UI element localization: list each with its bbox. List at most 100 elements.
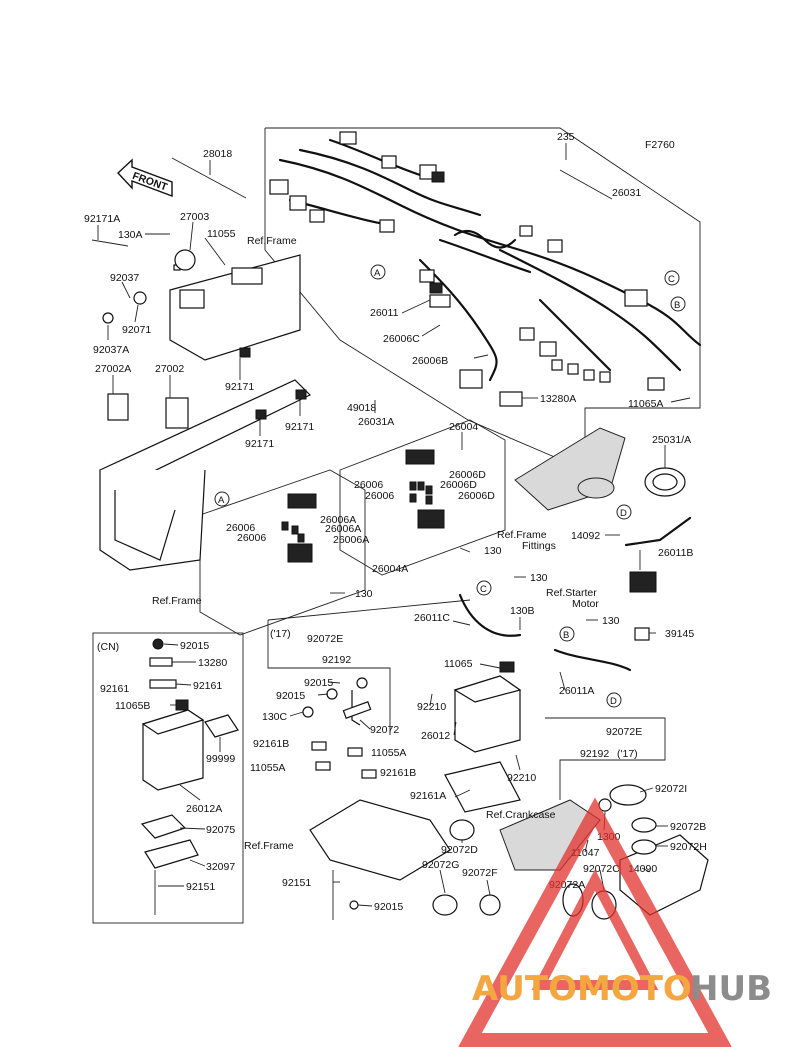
label-27002: 27002 — [155, 363, 184, 375]
label-235: 235 — [557, 131, 575, 143]
svg-text:A: A — [374, 268, 381, 279]
callout-c-2: C — [476, 580, 492, 596]
year-box-1 — [267, 599, 471, 735]
battery-26012 — [444, 661, 522, 813]
label-130C: 130C — [262, 711, 288, 723]
label-130-2: 130 — [530, 572, 548, 584]
cn-label-26012A: 26012A — [186, 803, 222, 815]
label-130B: 130B — [510, 605, 535, 617]
label-92161B-a: 92161B — [253, 738, 289, 750]
label-28018: 28018 — [203, 148, 232, 160]
label-49018: 49018 — [347, 402, 376, 414]
label-92037A: 92037A — [93, 344, 129, 356]
label-92015-a: 92015 — [304, 677, 333, 689]
ref-frame-fittings-2: Fittings — [522, 540, 556, 552]
label-25031A: 25031/A — [652, 434, 691, 446]
watermark-text-2: HUB — [690, 969, 772, 1009]
svg-text:D: D — [620, 508, 627, 519]
label-26006-a: 26006 — [354, 479, 383, 491]
label-26006D-c: 26006D — [458, 490, 495, 502]
label-26006A-a: 26006A — [320, 514, 356, 526]
label-92192-2: 92192 — [580, 748, 609, 760]
label-26006-d: 26006 — [237, 532, 266, 544]
front-arrow: FRONT — [117, 158, 173, 198]
label-92072G: 92072G — [422, 859, 459, 871]
label-92192-1: 92192 — [322, 654, 351, 666]
label-27003: 27003 — [180, 211, 209, 223]
svg-text:C: C — [480, 584, 487, 595]
label-26011B: 26011B — [658, 547, 693, 559]
svg-text:B: B — [563, 630, 569, 641]
label-92072C: 92072C — [583, 863, 620, 875]
label-26012: 26012 — [421, 730, 450, 742]
cn-label-13280: 13280 — [198, 657, 227, 669]
part-labels: F2760 235 26031 28018 92171A 27003 130A … — [84, 131, 707, 913]
svg-text:D: D — [610, 696, 617, 707]
label-92210-a: 92210 — [417, 701, 446, 713]
label-92151: 92151 — [282, 877, 311, 889]
ref-crankcase: Ref.Crankcase — [486, 809, 556, 821]
callout-b-1: B — [670, 296, 686, 312]
label-92072F: 92072F — [462, 867, 498, 879]
label-92072: 92072 — [370, 724, 399, 736]
label-26006A-b: 26006A — [325, 523, 361, 535]
starter-area — [458, 516, 692, 672]
cn-label-92161-a: 92161 — [100, 683, 129, 695]
frame-fittings — [514, 427, 686, 511]
label-26011C: 26011C — [414, 612, 450, 624]
label-26006-c: 26006 — [226, 522, 255, 534]
cn-label-92075: 92075 — [206, 824, 235, 836]
svg-text:C: C — [668, 274, 675, 285]
label-26011A: 26011A — [559, 685, 594, 697]
label-92015-b: 92015 — [276, 690, 305, 702]
cn-label-99999: 99999 — [206, 753, 235, 765]
label-92015-c: 92015 — [374, 901, 403, 913]
cn-box — [92, 632, 244, 924]
cn-label-92161-b: 92161 — [193, 680, 222, 692]
label-27002A: 27002A — [95, 363, 131, 375]
label-26031: 26031 — [612, 187, 641, 199]
cn-label-11065B: 11065B — [115, 700, 150, 712]
year-tag-1: ('17) — [270, 628, 291, 640]
label-92210-b: 92210 — [507, 772, 536, 784]
relay-box-outline — [199, 419, 506, 636]
label-92171-2: 92171 — [285, 421, 314, 433]
label-92072D: 92072D — [441, 844, 478, 856]
svg-text:B: B — [674, 300, 680, 311]
ref-frame-top: Ref.Frame — [247, 235, 297, 247]
cn-label-32097: 32097 — [206, 861, 235, 873]
label-92171-3: 92171 — [245, 438, 274, 450]
callout-d-1: D — [616, 504, 632, 520]
label-26006B: 26006B — [412, 355, 448, 367]
cn-parts — [140, 638, 239, 915]
ref-starter-2: Motor — [572, 598, 599, 610]
callout-a-1: A — [370, 264, 386, 280]
label-92072E-1: 92072E — [307, 633, 343, 645]
label-130A: 130A — [118, 229, 143, 241]
ref-frame-mid: Ref.Frame — [152, 595, 202, 607]
label-130-3: 130 — [355, 588, 373, 600]
ref-frame-fittings-1: Ref.Frame — [497, 529, 547, 541]
label-39145: 39145 — [665, 628, 694, 640]
label-92071: 92071 — [122, 324, 151, 336]
callout-b-2: B — [559, 626, 575, 642]
label-26006A-c: 26006A — [333, 534, 369, 546]
label-13280A: 13280A — [540, 393, 576, 405]
label-92072E-2: 92072E — [606, 726, 642, 738]
label-92072H: 92072H — [670, 841, 707, 853]
callout-a-2: A — [214, 491, 230, 507]
relay-box-26004A — [281, 493, 317, 563]
label-26006D-b: 26006D — [440, 479, 477, 491]
callout-c-1: C — [664, 270, 680, 286]
label-92161B-b: 92161B — [380, 767, 416, 779]
label-26031A: 26031A — [358, 416, 394, 428]
label-11055A-b: 11055A — [250, 762, 285, 774]
main-harness-illustration — [269, 131, 702, 407]
callout-d-2: D — [606, 692, 622, 708]
label-130-1: 130 — [484, 545, 502, 557]
label-14092: 14092 — [571, 530, 600, 542]
label-26006C: 26006C — [383, 333, 420, 345]
label-92037: 92037 — [110, 272, 139, 284]
label-130-4: 130 — [602, 615, 620, 627]
